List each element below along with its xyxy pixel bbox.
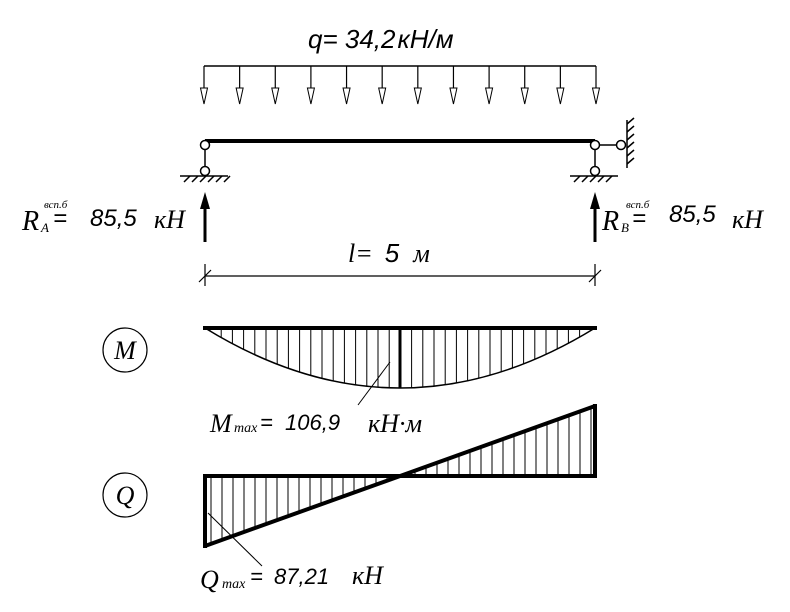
- load-arrow-head: [484, 87, 494, 105]
- load-arrows: [199, 66, 601, 105]
- svg-text:87,21: 87,21: [274, 564, 329, 589]
- support-b: [570, 117, 635, 183]
- load-arrow-head: [342, 87, 351, 105]
- svg-text:=: =: [53, 205, 67, 232]
- shear-circle-label: Q: [116, 481, 135, 510]
- span-dimension: [198, 264, 602, 286]
- svg-text:=: =: [250, 564, 263, 589]
- reaction-a-label: R A всп.б = 85,5 кН: [21, 199, 186, 237]
- load-arrow-head: [378, 87, 387, 105]
- load-arrow-head: [413, 87, 422, 105]
- svg-text:85,5: 85,5: [90, 205, 137, 232]
- reaction-b-label: R B всп.б = 85,5 кН: [601, 199, 764, 237]
- load-arrow-head: [306, 87, 316, 105]
- svg-text:B: B: [621, 220, 629, 235]
- svg-text:max: max: [222, 577, 246, 592]
- moment-diagram: [203, 326, 597, 406]
- reaction-a-arrow: [200, 192, 210, 242]
- load-arrow-head: [556, 87, 565, 105]
- moment-max-label: M max = 106,9 кН·м: [209, 409, 422, 438]
- load-label: q= 34,2кН/м: [308, 24, 454, 54]
- svg-text:R: R: [601, 206, 619, 237]
- svg-text:M: M: [209, 409, 233, 438]
- reaction-b-arrow: [590, 192, 600, 242]
- svg-text:R: R: [21, 206, 39, 237]
- svg-text:Q: Q: [200, 565, 219, 594]
- load-arrow-head: [449, 87, 458, 105]
- svg-text:=: =: [260, 410, 273, 435]
- moment-circle-label: M: [113, 336, 137, 365]
- load-arrow-head: [199, 87, 209, 105]
- support-a: [180, 139, 231, 183]
- shear-circle: [102, 472, 148, 518]
- svg-text:A: A: [40, 220, 49, 235]
- moment-circle: [102, 327, 148, 373]
- svg-text:кН: кН: [732, 205, 764, 234]
- load-arrow-head: [235, 87, 244, 105]
- svg-text:=: =: [632, 205, 646, 232]
- svg-text:85,5: 85,5: [669, 201, 716, 228]
- svg-text:кН: кН: [352, 561, 384, 590]
- load-arrow-head: [271, 87, 280, 105]
- load-arrow-head: [591, 87, 601, 105]
- svg-text:max: max: [234, 421, 258, 436]
- svg-text:всп.б: всп.б: [44, 199, 68, 211]
- svg-text:всп.б: всп.б: [626, 199, 650, 211]
- load-arrow-head: [520, 87, 529, 105]
- distributed-load: [199, 65, 601, 105]
- shear-max-label: Q max = 87,21 кН: [200, 561, 384, 594]
- svg-text:106,9: 106,9: [285, 410, 340, 435]
- svg-text:кН·м: кН·м: [368, 409, 422, 438]
- svg-text:кН: кН: [154, 205, 186, 234]
